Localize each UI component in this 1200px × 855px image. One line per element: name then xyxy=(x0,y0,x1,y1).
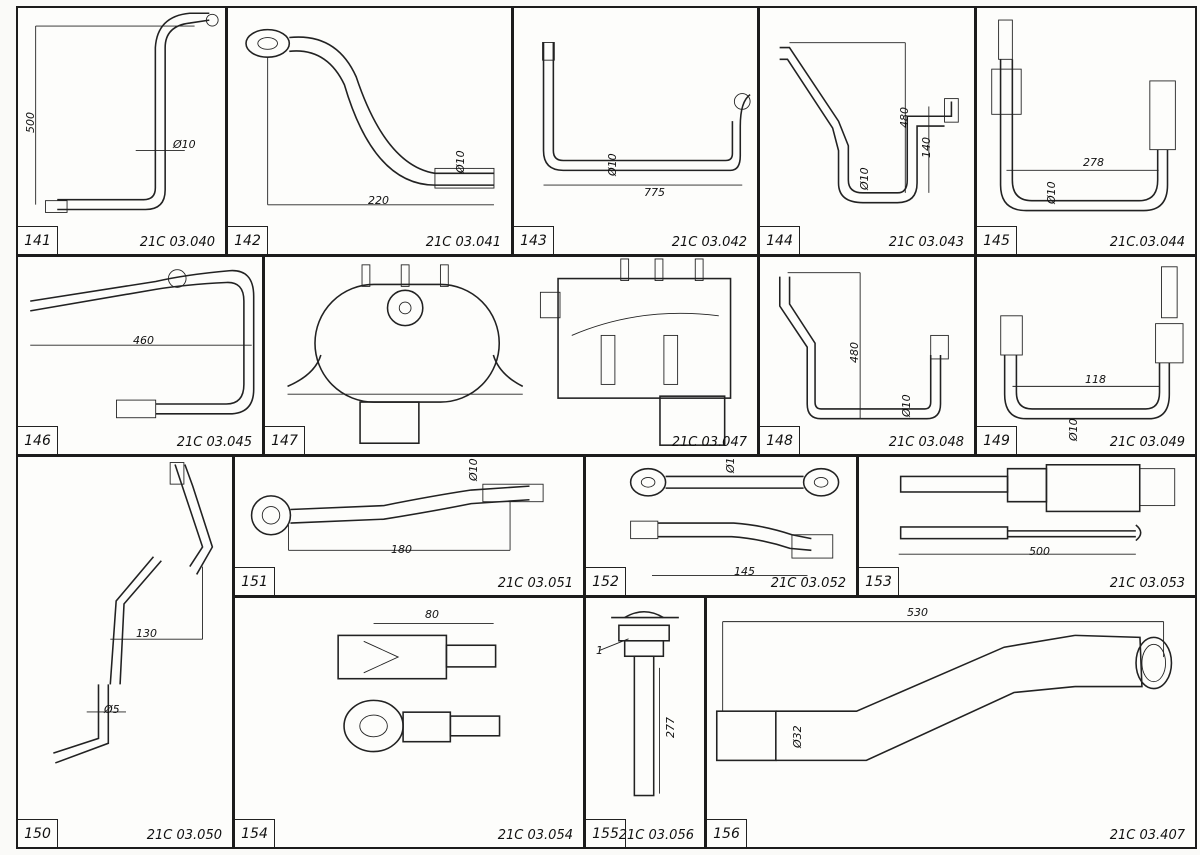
part-code: 21C 03.045 xyxy=(176,435,252,450)
tube-drawing xyxy=(245,28,495,206)
item-number: 146 xyxy=(18,426,58,454)
dim-label: 530 xyxy=(907,606,928,619)
fitting-drawing xyxy=(599,610,679,797)
dim-label: 130 xyxy=(136,627,157,640)
part-cell-151: 180 Ø10 151 21C 03.051 xyxy=(233,455,585,597)
dim-label: 460 xyxy=(133,334,154,347)
item-number: 152 xyxy=(586,567,626,595)
item-number: 149 xyxy=(977,426,1017,454)
tube-drawing xyxy=(991,19,1176,212)
part-cell-154: 80 154 21C 03.054 xyxy=(233,596,585,849)
dim-label: Ø10 xyxy=(467,458,480,481)
part-code: 21C 03.407 xyxy=(1109,828,1185,843)
item-number: 147 xyxy=(265,426,305,454)
item-number: 141 xyxy=(18,226,58,254)
part-code: 21C 03.054 xyxy=(497,828,573,843)
tube-drawing xyxy=(30,269,255,419)
dim-label: 500 xyxy=(24,112,37,133)
fitting-drawing xyxy=(337,623,501,753)
part-code: 21C 03.042 xyxy=(671,235,747,250)
part-cell-150: 130 Ø5 150 21C 03.050 xyxy=(16,455,234,849)
part-code: 21C 03.051 xyxy=(497,576,573,591)
item-number: 144 xyxy=(760,226,800,254)
dim-label: 480 xyxy=(898,107,911,128)
dim-label: 480 xyxy=(848,342,861,363)
part-cell-156: 530 Ø32 156 21C 03.407 xyxy=(705,596,1197,849)
tube-drawing xyxy=(898,463,1176,555)
part-cell-153: 500 153 21C 03.053 xyxy=(857,455,1197,597)
item-number: 155 xyxy=(586,819,626,847)
part-cell-148: 480 Ø10 148 21C 03.048 xyxy=(758,255,976,456)
part-cell-149: 118 Ø10 149 21C 03.049 xyxy=(975,255,1197,456)
tube-drawing xyxy=(779,42,959,204)
tube-drawing xyxy=(542,42,751,186)
part-cell-146: 460 146 21C 03.045 xyxy=(16,255,264,456)
dim-label: 220 xyxy=(368,194,389,207)
dim-label: Ø10 xyxy=(173,138,196,151)
item-number: 154 xyxy=(235,819,275,847)
dim-label: 278 xyxy=(1083,156,1104,169)
part-code: 21C 03.040 xyxy=(139,235,215,250)
part-cell-142: 220 Ø10 142 21C 03.041 xyxy=(226,6,513,256)
part-code: 21C 03.050 xyxy=(146,828,222,843)
part-code: 21C 03.056 xyxy=(618,828,694,843)
dim-label: Ø10 xyxy=(900,394,913,417)
dim-label: Ø5 xyxy=(104,703,120,716)
dim-label: Ø10 xyxy=(724,455,737,473)
part-code: 21C 03.053 xyxy=(1109,576,1185,591)
dim-label: Ø10 xyxy=(1045,181,1058,204)
tube-drawing xyxy=(53,462,214,764)
part-code: 21C 03.043 xyxy=(888,235,964,250)
item-number: 148 xyxy=(760,426,800,454)
item-number: 150 xyxy=(18,819,58,847)
dim-label: Ø10 xyxy=(858,167,871,190)
item-number: 151 xyxy=(235,567,275,595)
tube-drawing xyxy=(715,621,1173,762)
dim-label: 145 xyxy=(734,565,755,578)
item-number: 153 xyxy=(859,567,899,595)
part-cell-144: 480 140 Ø10 144 21C 03.043 xyxy=(758,6,976,256)
part-code: 21C 03.052 xyxy=(770,576,846,591)
tank-drawing xyxy=(287,258,732,446)
item-number: 156 xyxy=(707,819,747,847)
part-code: 21C 03.048 xyxy=(888,435,964,450)
part-code: 21C.03.044 xyxy=(1109,235,1185,250)
dim-label: 775 xyxy=(644,186,665,199)
dim-label: 1 xyxy=(596,644,603,657)
dim-label: 118 xyxy=(1085,373,1106,386)
tube-drawing xyxy=(250,483,544,551)
tube-drawing xyxy=(778,272,949,420)
part-cell-143: 775 Ø10 143 21C 03.042 xyxy=(512,6,759,256)
part-code: 21C 03.047 xyxy=(671,435,747,450)
tube-drawing xyxy=(1000,266,1184,420)
part-cell-155: 1 277 155 21C 03.056 xyxy=(584,596,706,849)
item-number: 143 xyxy=(514,226,554,254)
tube-drawing xyxy=(35,12,219,213)
dim-label: Ø10 xyxy=(454,150,467,173)
part-cell-145: 278 Ø10 145 21C.03.044 xyxy=(975,6,1197,256)
part-cell-141: 500 Ø10 141 21C 03.040 xyxy=(16,6,227,256)
dim-label: 277 xyxy=(664,717,677,738)
dim-label: 180 xyxy=(391,543,412,556)
item-number: 142 xyxy=(228,226,268,254)
dim-label: Ø10 xyxy=(606,153,619,176)
dim-label: Ø10 xyxy=(1067,418,1080,441)
item-number: 145 xyxy=(977,226,1017,254)
part-code: 21C 03.041 xyxy=(425,235,501,250)
dim-label: 500 xyxy=(1029,545,1050,558)
dim-label: 140 xyxy=(920,137,933,158)
dim-label: Ø32 xyxy=(791,725,804,748)
part-cell-152: 145 Ø10 152 21C 03.052 xyxy=(584,455,858,597)
dim-label: 80 xyxy=(425,608,439,621)
tube-drawing xyxy=(629,467,840,577)
part-cell-147: 147 21C 03.047 xyxy=(263,255,759,456)
part-code: 21C 03.049 xyxy=(1109,435,1185,450)
